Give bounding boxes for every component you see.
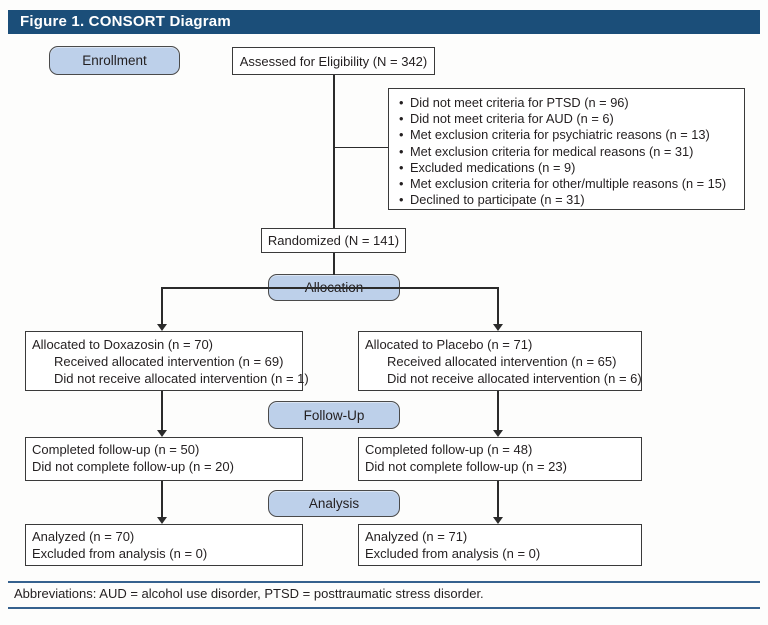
box-line: Did not receive allocated intervention (… (54, 371, 309, 386)
box-line: Allocated to Doxazosin (n = 70) (32, 337, 214, 352)
box-line: Received allocated intervention (n = 69) (54, 354, 284, 369)
figure-title: Figure 1. CONSORT Diagram (20, 13, 231, 30)
analysis-placebo-box: Analyzed (n = 71) Excluded from analysis… (358, 524, 642, 566)
box-line: Completed follow-up (n = 50) (32, 442, 200, 457)
exclusion-item: Met exclusion criteria for other/multipl… (397, 176, 738, 192)
arrowhead-down-icon (493, 516, 503, 524)
exclusion-item: Met exclusion criteria for medical reaso… (397, 144, 738, 160)
exclusion-item: Did not meet criteria for PTSD (n = 96) (397, 95, 738, 111)
followup-placebo-box: Completed follow-up (n = 48) Did not com… (358, 437, 642, 481)
connector-line (161, 391, 163, 431)
connector-line (497, 481, 499, 518)
stage-label-analysis: Analysis (268, 490, 400, 517)
stage-label-text: Enrollment (82, 53, 147, 68)
allocation-doxazosin-box: Allocated to Doxazosin (n = 70) Received… (25, 331, 309, 391)
connector-line (497, 287, 499, 326)
exclusion-item: Met exclusion criteria for psychiatric r… (397, 127, 738, 143)
box-line: Analyzed (n = 70) (32, 529, 135, 544)
connector-line (334, 146, 388, 149)
exclusions-box: Did not meet criteria for PTSD (n = 96) … (388, 88, 745, 210)
connector-line (333, 75, 335, 228)
arrowhead-down-icon (157, 429, 167, 437)
connector-line (161, 287, 500, 289)
exclusion-item: Declined to participate (n = 31) (397, 192, 738, 208)
stage-label-text: Analysis (308, 496, 360, 511)
exclusions-list: Did not meet criteria for PTSD (n = 96) … (397, 95, 738, 209)
arrowhead-down-icon (493, 429, 503, 437)
connector-line (161, 481, 163, 518)
arrowhead-down-icon (157, 323, 167, 331)
stage-label-enrollment: Enrollment (49, 46, 180, 75)
assessed-eligibility-text: Assessed for Eligibility (N = 342) (239, 53, 428, 69)
randomized-text: Randomized (N = 141) (267, 233, 400, 248)
stage-label-text: Follow-Up (303, 407, 365, 423)
box-line: Analyzed (n = 71) (365, 529, 468, 544)
box-line: Received allocated intervention (n = 65) (387, 354, 617, 369)
assessed-eligibility-box: Assessed for Eligibility (N = 342) (232, 47, 435, 75)
arrowhead-down-icon (493, 323, 503, 331)
figure-title-bar: Figure 1. CONSORT Diagram (8, 10, 760, 34)
stage-label-followup: Follow-Up (268, 401, 400, 429)
connector-line (333, 252, 335, 275)
arrowhead-down-icon (157, 516, 167, 524)
box-line: Allocated to Placebo (n = 71) (365, 337, 533, 352)
box-line: Did not complete follow-up (n = 20) (32, 459, 234, 474)
connector-line (161, 287, 163, 326)
box-line: Excluded from analysis (n = 0) (32, 546, 208, 561)
allocation-placebo-box: Allocated to Placebo (n = 71) Received a… (358, 331, 642, 391)
analysis-doxazosin-box: Analyzed (n = 70) Excluded from analysis… (25, 524, 303, 566)
box-line: Excluded from analysis (n = 0) (365, 546, 541, 561)
footer-rule (8, 581, 760, 583)
randomized-box: Randomized (N = 141) (261, 228, 406, 253)
followup-doxazosin-box: Completed follow-up (n = 50) Did not com… (25, 437, 303, 481)
box-line: Completed follow-up (n = 48) (365, 442, 533, 457)
box-line: Did not receive allocated intervention (… (387, 371, 642, 386)
footer-rule (8, 607, 760, 609)
exclusion-item: Did not meet criteria for AUD (n = 6) (397, 111, 738, 127)
exclusion-item: Excluded medications (n = 9) (397, 160, 738, 176)
abbreviations-note: Abbreviations: AUD = alcohol use disorde… (14, 586, 484, 601)
connector-line (497, 391, 499, 431)
box-line: Did not complete follow-up (n = 23) (365, 459, 567, 474)
